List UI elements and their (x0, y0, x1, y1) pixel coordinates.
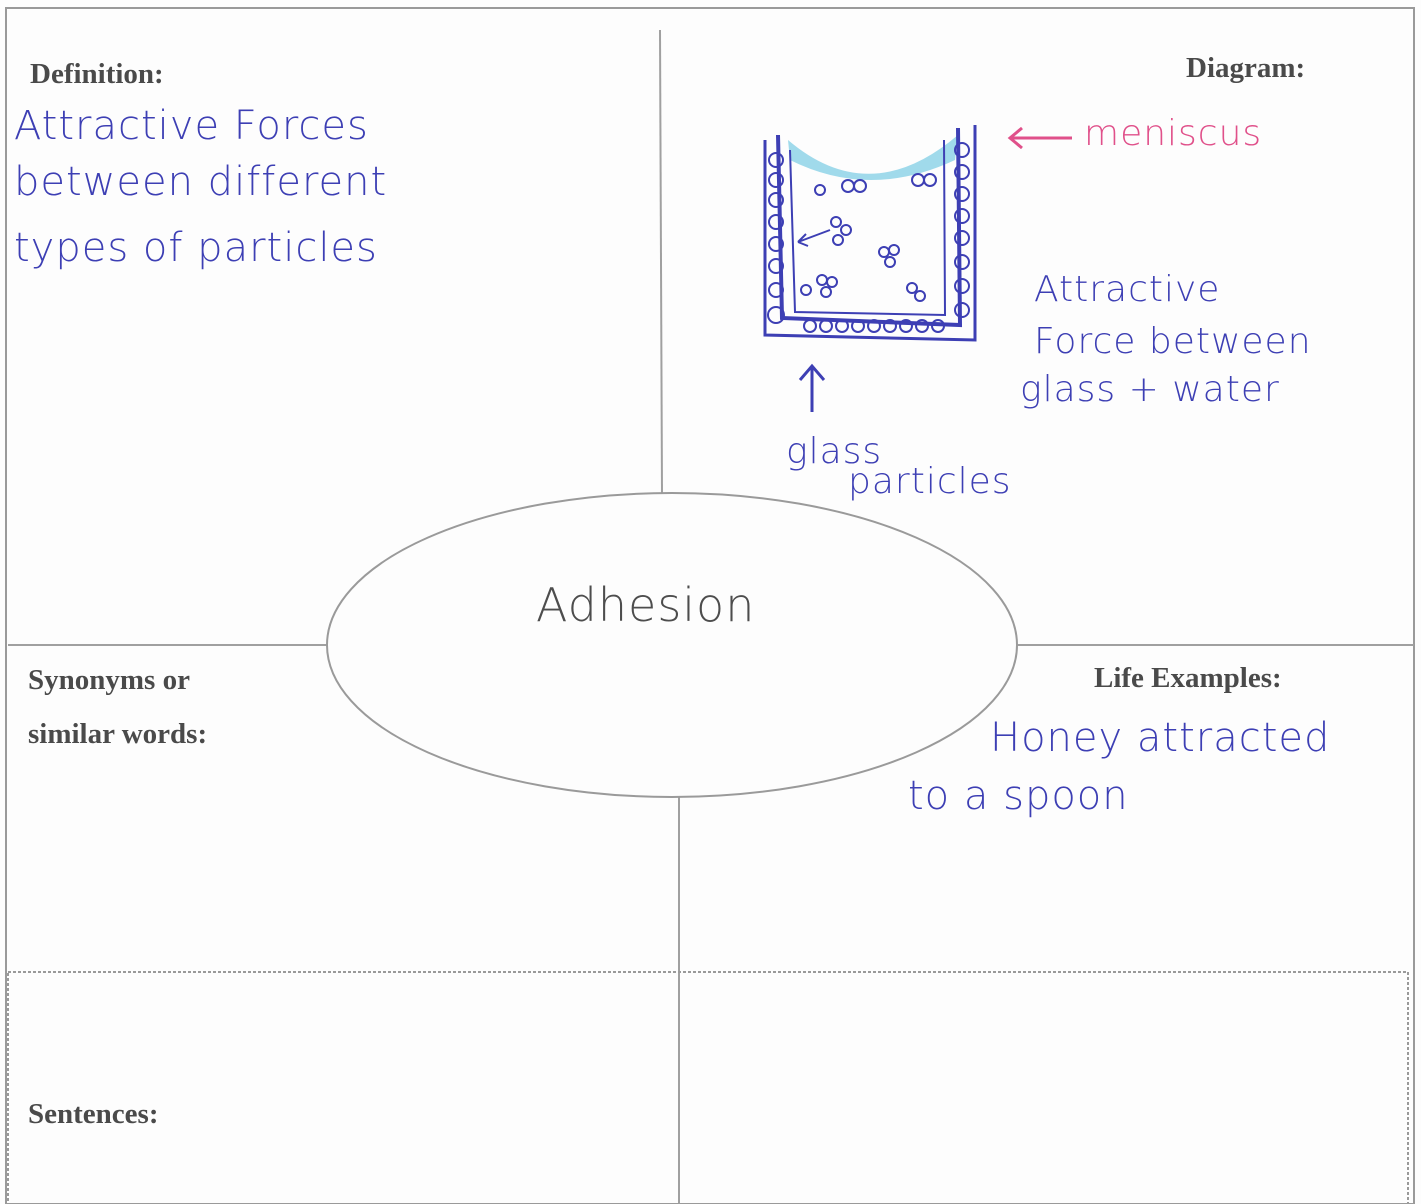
force-line-3: glass + water (1020, 369, 1280, 410)
center-word: Adhesion (536, 578, 756, 632)
vertical-divider-top (659, 29, 663, 496)
definition-label: Definition: (30, 58, 164, 90)
outer-border (5, 7, 1415, 1204)
glass-beaker-drawing (763, 125, 977, 342)
sentences-box (7, 971, 1409, 1204)
life-example-line-2: to a spoon (908, 773, 1129, 819)
synonyms-label-line-1: Synonyms or (28, 664, 190, 696)
particles-label: particles (848, 461, 1012, 502)
diagram-label: Diagram: (1186, 52, 1306, 84)
synonyms-label-line-2: similar words: (28, 718, 208, 750)
definition-line-3: types of particles (14, 225, 378, 271)
meniscus-water (788, 135, 958, 180)
meniscus-label: meniscus (1084, 113, 1263, 154)
glass-particles-arrow (798, 363, 826, 412)
glass-label: glass (786, 431, 883, 472)
sentences-label: Sentences: (28, 1098, 159, 1130)
life-examples-label: Life Examples: (1094, 662, 1282, 694)
meniscus-arrow (1007, 126, 1072, 150)
center-ellipse (326, 492, 1018, 798)
definition-line-2: between different (14, 159, 388, 205)
force-line-2: Force between (1034, 321, 1312, 362)
force-line-1: Attractive (1034, 269, 1221, 310)
definition-line-1: Attractive Forces (14, 103, 369, 149)
life-example-line-1: Honey attracted (990, 715, 1331, 761)
